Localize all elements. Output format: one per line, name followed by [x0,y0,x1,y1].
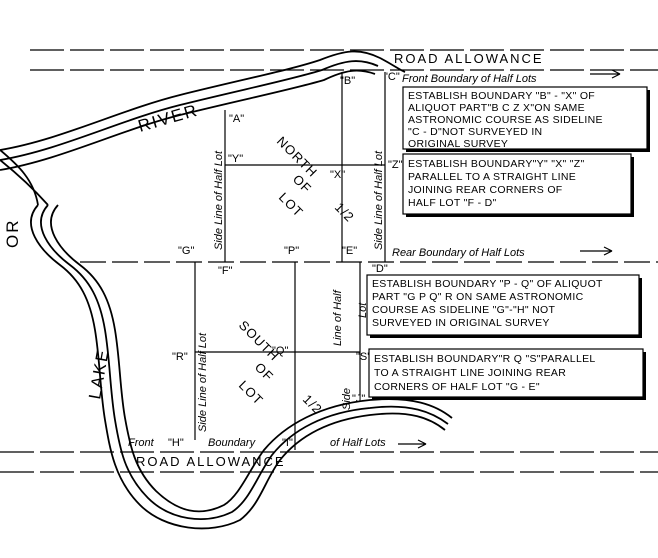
side-line-label-4a: Side [341,388,353,410]
note-pq-line-3: COURSE AS SIDELINE "G"-"H" NOT [372,304,555,316]
lake-label: LAKE [85,347,113,401]
north-half-label: 1/2 [332,200,358,226]
bottom-road-allowance-lines [0,451,658,473]
south-of-label: OF [252,360,277,385]
note-bcxz-line-3: ASTRONOMIC COURSE AS SIDELINE [408,114,603,126]
note-box-bcxz: ESTABLISH BOUNDARY "B" - "X" OF ALIQUOT … [402,86,650,152]
note-rqs-line-2: TO A STRAIGHT LINE JOINING REAR [374,367,566,379]
point-i: "I" [282,437,293,449]
note-yxz-line-2: PARALLEL TO A STRAIGHT LINE [408,171,576,183]
front-bottom-label-2: Boundary [208,437,257,449]
front-bottom-label-1: Front [128,437,155,449]
point-a: "A" [229,113,244,125]
point-p: "P" [284,245,299,257]
note-yxz-line-1: ESTABLISH BOUNDARY"Y" "X" "Z" [408,158,585,170]
point-h: "H" [168,437,184,449]
note-bcxz-line-2: ALIQUOT PART"B C Z X"ON SAME [408,102,585,114]
point-z: "Z" [388,159,403,171]
point-f: "F" [218,265,233,277]
note-bcxz-line-4: "C - D"NOT SURVEYED IN [408,126,542,138]
north-label: NORTH [274,134,321,181]
point-d: "D" [372,263,388,275]
side-line-label-1: Side Line of Half Lot [213,150,225,250]
rear-boundary-label: Rear Boundary of Half Lots [392,247,525,259]
point-b: "B" [340,75,355,87]
point-r: "R" [172,351,188,363]
point-y: "Y" [228,153,243,165]
point-x: "X" [330,169,345,181]
side-line-label-4b: Line of Half [332,289,344,346]
river-lake-shoreline [0,50,453,530]
note-box-rqs: ESTABLISH BOUNDARY"R Q "S"PARALLEL TO A … [368,348,646,400]
note-bcxz-line-5: ORIGINAL SURVEY [408,138,508,150]
top-road-allowance-lines [30,49,658,71]
point-q: "Q" [272,345,288,357]
front-boundary-top-label: Front Boundary of Half Lots [402,73,537,85]
point-j: "J" [352,393,365,405]
lot-lines [194,72,386,450]
note-rqs-line-3: CORNERS OF HALF LOT "G - E" [374,381,540,393]
side-line-label-3: Side Line of Half Lot [197,332,209,432]
or-label: OR [3,219,22,249]
front-bottom-label-3: of Half Lots [330,437,386,449]
south-label: SOUTH [236,318,282,364]
note-pq-line-2: PART "G P Q" R ON SAME ASTRONOMIC [372,291,584,303]
note-yxz-line-4: HALF LOT "F - D" [408,197,497,209]
south-lot-label: LOT [236,378,267,409]
south-half-label: 1/2 [300,392,326,418]
top-road-allowance-label: ROAD ALLOWANCE [394,51,544,66]
note-pq-line-4: SURVEYED IN ORIGINAL SURVEY [372,317,550,329]
note-rqs-line-1: ESTABLISH BOUNDARY"R Q "S"PARALLEL [374,353,596,365]
note-bcxz-line-1: ESTABLISH BOUNDARY "B" - "X" OF [408,90,595,102]
note-pq-line-1: ESTABLISH BOUNDARY "P - Q" OF ALIQUOT [372,278,603,290]
boundary-arrows [398,69,621,449]
point-e: "E" [342,245,357,257]
note-box-yxz: ESTABLISH BOUNDARY"Y" "X" "Z" PARALLEL T… [402,153,634,217]
bottom-road-allowance-label: ROAD ALLOWANCE [136,454,286,469]
point-c: "C" [384,71,400,83]
point-g: "G" [178,245,194,257]
note-yxz-line-3: JOINING REAR CORNERS OF [408,184,563,196]
point-s: "S" [356,351,371,363]
side-line-label-2: Side Line of Half Lot [373,150,385,250]
note-box-pq: ESTABLISH BOUNDARY "P - Q" OF ALIQUOT PA… [366,274,642,338]
side-line-label-4c: Lot [357,302,369,318]
